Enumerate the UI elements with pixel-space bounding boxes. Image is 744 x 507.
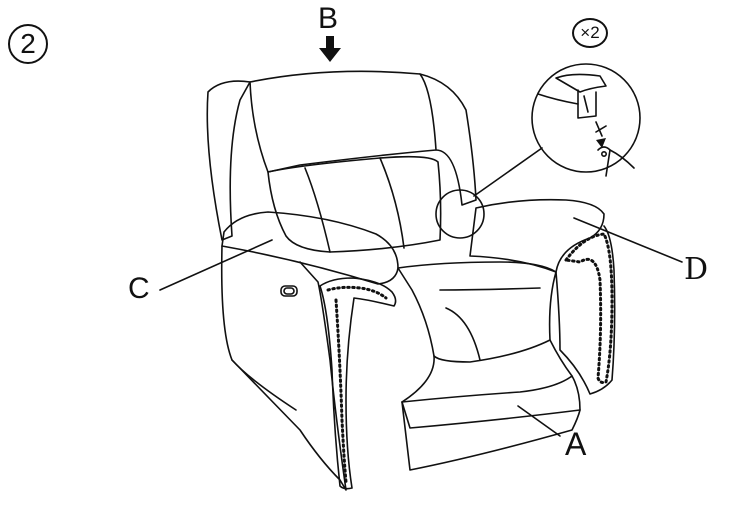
nailhead-trim-right [564,232,614,384]
leader-line-c [159,239,273,291]
label-b: B [318,2,339,35]
nailhead-trim-left [319,277,397,490]
leader-line-a [517,405,561,437]
control-button [280,285,298,297]
back-lower-cushion [267,155,442,253]
back-right-wing [419,73,477,206]
back-left-wing [206,80,251,241]
label-c: C [128,272,150,305]
label-a: A [565,426,587,462]
left-arm-front [220,245,347,491]
label-d: D [684,252,709,287]
step-number-badge: 2 [8,24,48,64]
detail-source-circle [435,189,485,239]
right-arm-front [555,225,616,395]
detail-arrow-icon [596,138,606,148]
footrest-front [401,375,581,429]
left-arm-top [221,211,399,285]
down-arrow-icon [319,36,341,62]
right-arm-top [469,198,605,273]
detail-magnifier-circle [531,63,641,173]
detail-bracket [555,73,607,93]
quantity-badge: ×2 [572,18,608,48]
leader-line-d [573,217,683,263]
